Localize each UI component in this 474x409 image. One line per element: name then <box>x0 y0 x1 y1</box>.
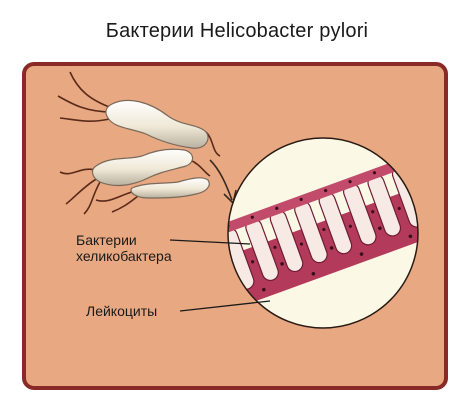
bacterium <box>91 148 194 187</box>
label-bacteria-line2: хеликобактера <box>76 248 172 264</box>
leader-lines <box>169 239 271 312</box>
label-bacteria-line1: Бактерии <box>76 232 137 248</box>
flagella <box>57 71 221 215</box>
bacteria-cells <box>91 99 210 199</box>
label-leukocytes: Лейкоциты <box>86 303 158 319</box>
diagram-title: Бактерии Helicobacter pylori <box>105 20 369 42</box>
bacterium <box>105 99 209 149</box>
bacterium <box>130 177 210 199</box>
label-bacteria: Бактерии хеликобактера <box>76 232 172 264</box>
pointer-arrow <box>209 159 237 205</box>
